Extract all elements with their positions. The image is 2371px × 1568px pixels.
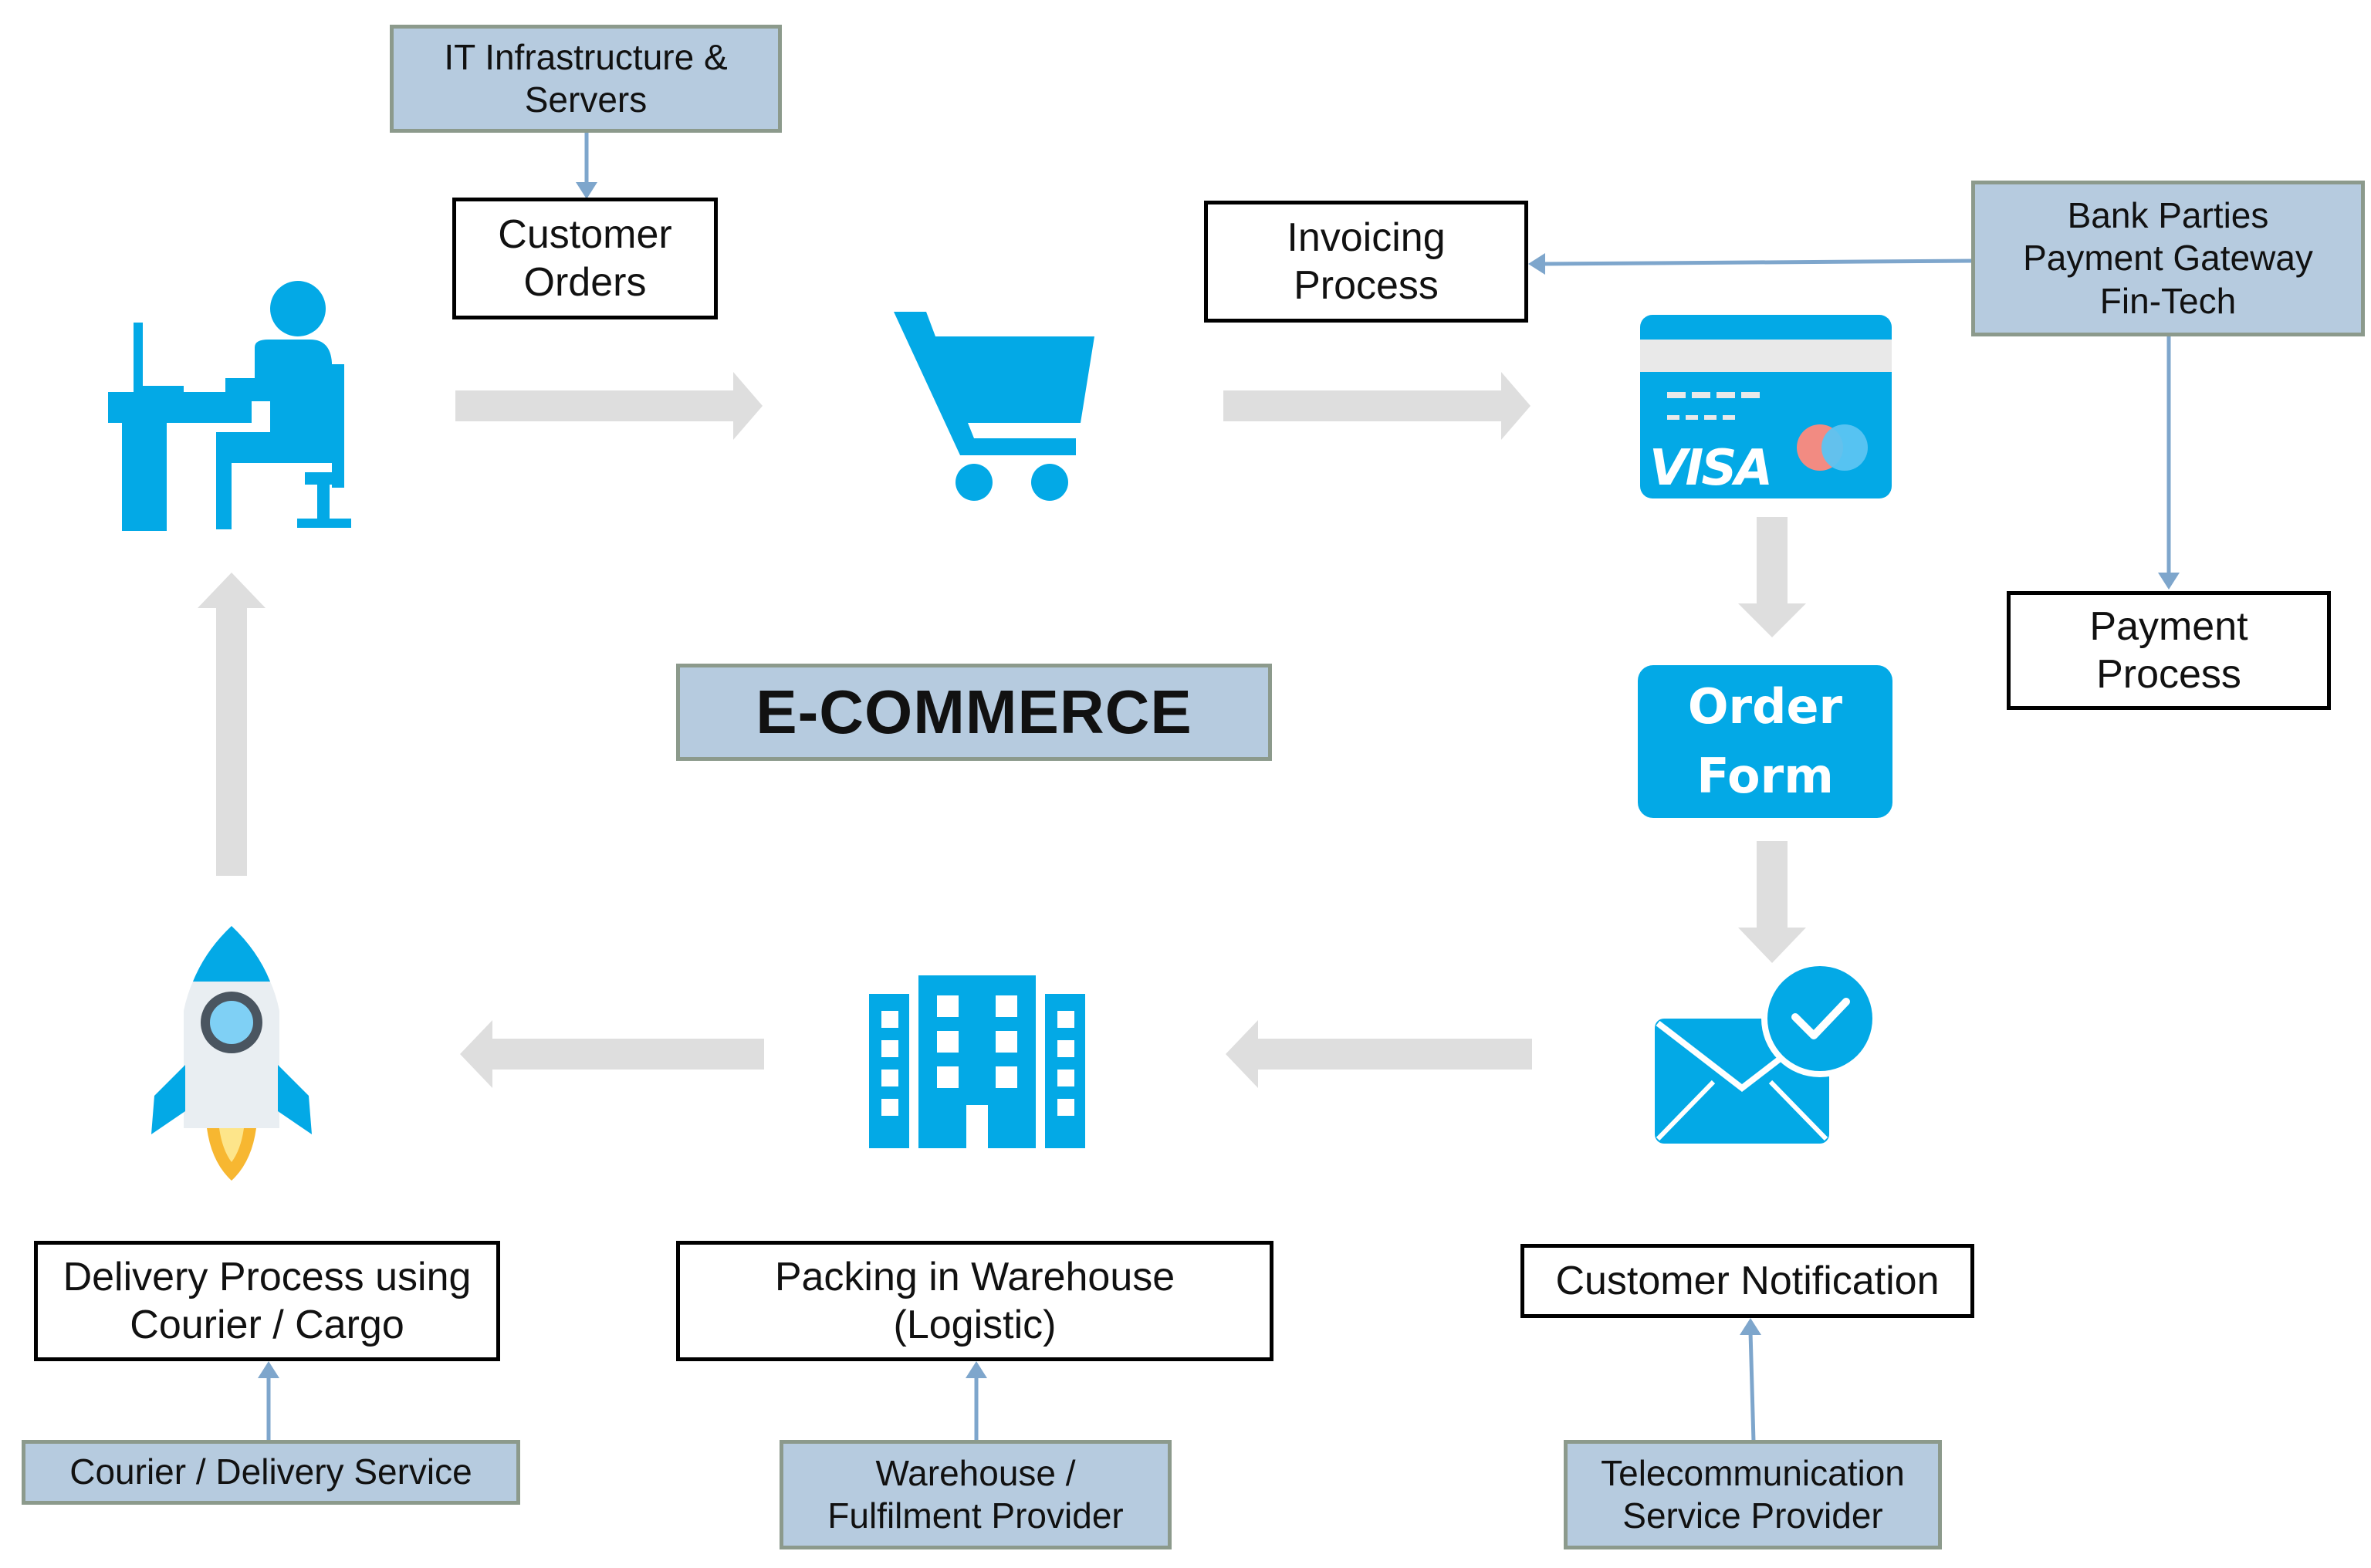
customer-orders-line1: Customer — [498, 211, 672, 257]
bank-parties-line3: Fin-Tech — [2099, 280, 2237, 321]
envelope-check-icon — [1655, 960, 1879, 1144]
invoicing-process-line2: Process — [1294, 263, 1439, 308]
delivery-process-box: Delivery Process using Courier / Cargo — [34, 1241, 500, 1361]
it-infrastructure-box: IT Infrastructure & Servers — [390, 25, 782, 133]
bank-parties-box: Bank Parties Payment Gateway Fin-Tech — [1971, 181, 2365, 336]
connector-bank-to-invoicing — [1541, 259, 1975, 266]
telecom-provider-box: Telecommunication Service Provider — [1564, 1440, 1942, 1549]
it-infrastructure-line1: IT Infrastructure & — [444, 36, 728, 77]
customer-notification-line1: Customer Notification — [1555, 1258, 1940, 1303]
payment-process-line2: Process — [2096, 652, 2241, 697]
flow-arrow-cart-to-payment — [1223, 372, 1530, 440]
customer-orders-line2: Orders — [523, 260, 647, 305]
diagram-title: E-COMMERCE — [676, 664, 1272, 761]
customer-notification-box: Customer Notification — [1520, 1244, 1974, 1318]
delivery-process-line1: Delivery Process using — [63, 1254, 472, 1299]
warehouse-provider-line1: Warehouse / — [875, 1452, 1076, 1493]
bank-parties-line1: Bank Parties — [2067, 195, 2269, 236]
connector-warehouse-to-packing-head — [966, 1361, 987, 1378]
diagram-title-text: E-COMMERCE — [756, 678, 1192, 746]
customer-orders-box: Customer Orders — [452, 198, 718, 319]
packing-warehouse-line1: Packing in Warehouse — [774, 1254, 1175, 1299]
shopping-cart-icon — [894, 312, 1094, 501]
packing-warehouse-line2: (Logistic) — [893, 1303, 1057, 1347]
telecom-provider-line2: Service Provider — [1622, 1495, 1883, 1536]
order-form-line2: Form — [1696, 748, 1834, 804]
connector-telecom-to-notification-head — [1740, 1318, 1761, 1335]
warehouse-provider-line2: Fulfilment Provider — [827, 1495, 1124, 1536]
invoicing-process-line1: Invoicing — [1287, 215, 1446, 260]
visa-card-brand: VISA — [1649, 440, 1771, 497]
connector-courier-to-delivery-head — [258, 1361, 279, 1378]
flow-arrow-notification-to-warehouse — [1226, 1020, 1532, 1088]
flow-arrow-delivery-to-customer — [198, 573, 266, 876]
payment-process-box: Payment Process — [2007, 591, 2331, 710]
packing-warehouse-box: Packing in Warehouse (Logistic) — [676, 1241, 1273, 1361]
payment-process-line1: Payment — [2089, 603, 2248, 649]
it-infrastructure-line2: Servers — [524, 79, 648, 120]
order-form-icon: Order Form — [1638, 665, 1892, 818]
flow-arrows — [198, 372, 1806, 1088]
flow-arrow-warehouse-to-delivery — [460, 1020, 764, 1088]
office-building-icon — [869, 975, 1085, 1148]
warehouse-provider-box: Warehouse / Fulfilment Provider — [780, 1440, 1172, 1549]
connectors — [258, 133, 2180, 1442]
visa-card-icon: VISA — [1640, 315, 1892, 498]
flow-arrow-orderform-to-notification — [1738, 841, 1806, 963]
courier-service-line1: Courier / Delivery Service — [69, 1451, 472, 1492]
connector-telecom-to-notification — [1748, 1331, 1756, 1442]
telecom-provider-line1: Telecommunication — [1601, 1452, 1905, 1493]
person-at-computer-icon — [108, 281, 351, 531]
order-form-line1: Order — [1687, 678, 1843, 735]
delivery-process-line2: Courier / Cargo — [130, 1303, 404, 1347]
invoicing-process-box: Invoicing Process — [1204, 201, 1528, 323]
connector-bank-to-invoicing-head — [1528, 253, 1545, 275]
connector-bank-to-payment-head — [2158, 573, 2180, 590]
bank-parties-line2: Payment Gateway — [2023, 238, 2313, 279]
flow-arrow-card-to-orderform — [1738, 517, 1806, 637]
rocket-icon — [151, 926, 312, 1181]
connector-it-to-orders-head — [576, 182, 597, 199]
flow-arrow-orders-to-cart — [455, 372, 763, 440]
courier-service-box: Courier / Delivery Service — [22, 1440, 520, 1505]
